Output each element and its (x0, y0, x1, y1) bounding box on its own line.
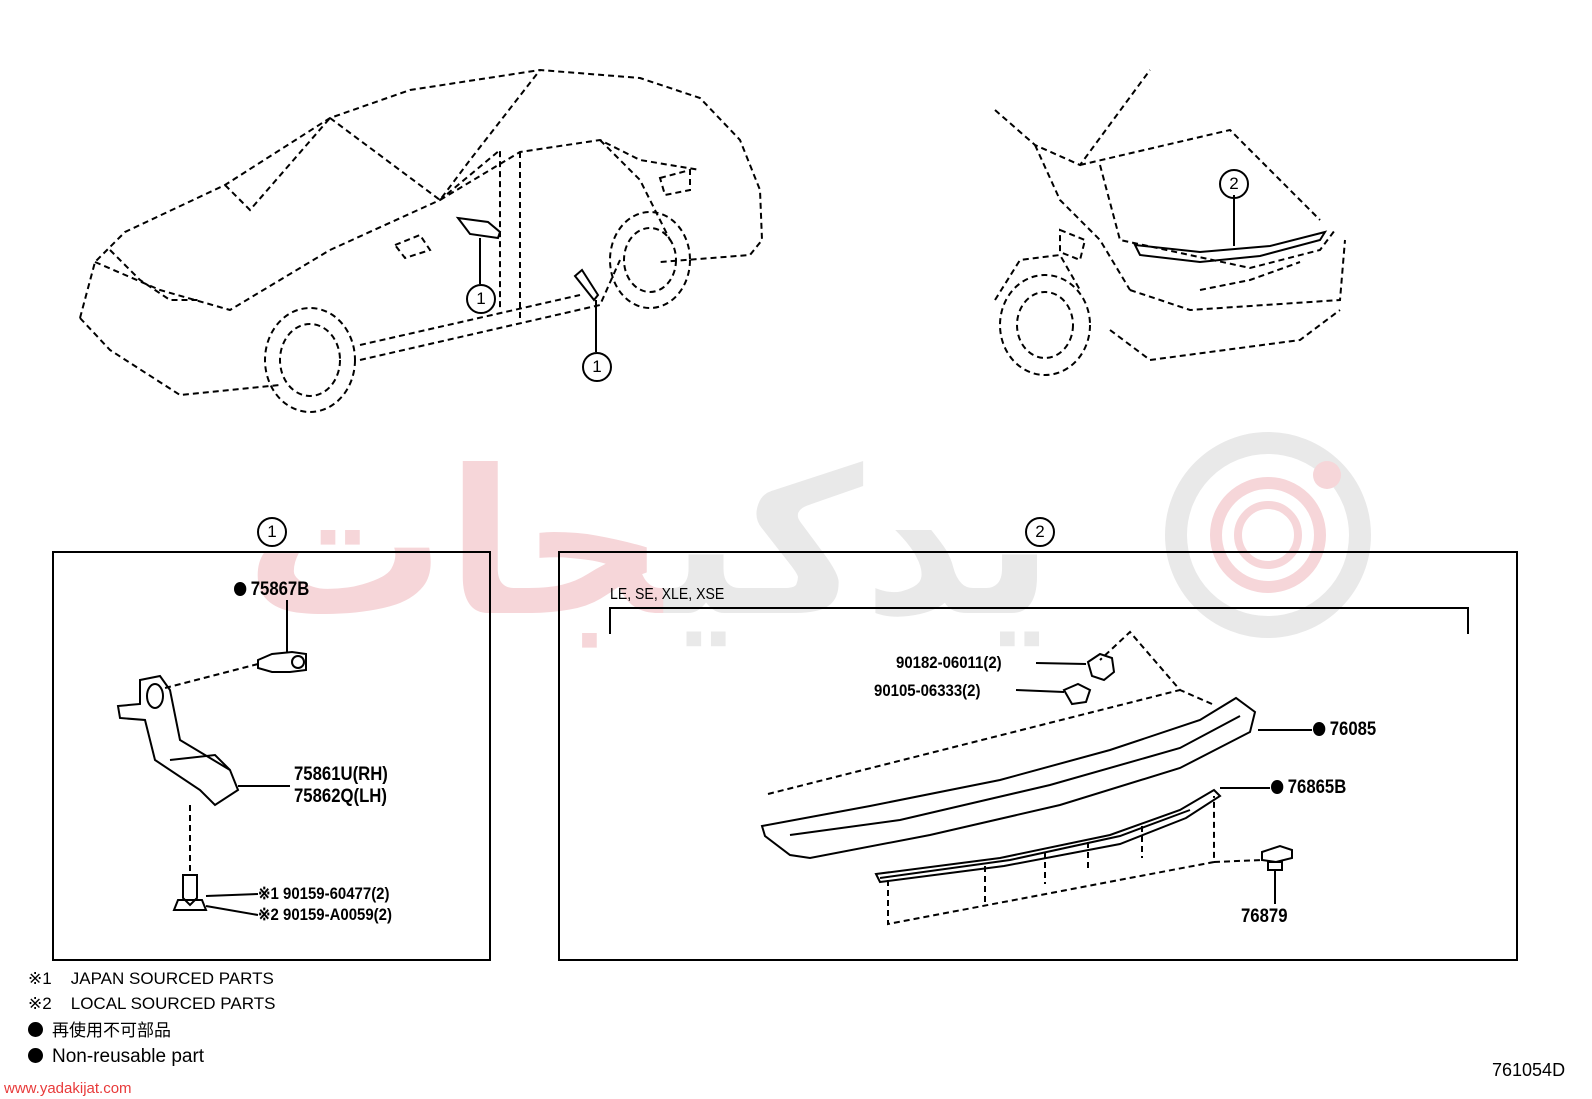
rear-spoiler-mark (1133, 195, 1328, 264)
door-bracket-marks (455, 216, 600, 352)
watermark: یدکیجات (245, 445, 1058, 645)
callout-1-rear-door: 1 (582, 352, 612, 382)
watermark-text-gray: یدکی (665, 428, 1058, 661)
callout-1-front-door: 1 (466, 284, 496, 314)
panel2-parts (760, 630, 1312, 926)
legend-note-1: ※1 JAPAN SOURCED PARTS (28, 969, 274, 988)
panel2-header: 2 (1025, 517, 1055, 547)
non-reusable-dot-icon (1313, 722, 1326, 736)
website-link[interactable]: www.yadakijat.com (4, 1080, 132, 1097)
legend-non-reusable-en: Non-reusable part (28, 1047, 204, 1066)
diagram-id: 761054D (1492, 1060, 1566, 1080)
panel2-frame (558, 551, 1518, 961)
panel1-parts (116, 600, 307, 916)
car-rear-view (994, 69, 1346, 376)
callout-2-spoiler: 2 (1219, 169, 1249, 199)
non-reusable-dot-icon (28, 1022, 43, 1037)
grade-label: LE, SE, XLE, XSE (610, 586, 725, 603)
part-clip-75867b: 75867B (234, 580, 309, 599)
part-screw-local: ※2 90159-A0059(2) (258, 905, 392, 924)
car-front-view (79, 68, 764, 413)
grade-bracket (609, 607, 1469, 634)
part-clip-76879: 76879 (1241, 906, 1288, 927)
part-nut: 90182-06011(2) (896, 653, 1002, 672)
part-bracket-lh: 75862Q(LH) (294, 786, 387, 807)
part-screw-japan: ※1 90159-60477(2) (258, 884, 390, 903)
part-screw: 90105-06333(2) (874, 681, 981, 700)
watermark-text-red: جات (245, 428, 669, 661)
legend-note-2: ※2 LOCAL SOURCED PARTS (28, 994, 276, 1013)
panel1-header: 1 (257, 517, 287, 547)
part-bracket-rh: 75861U(RH) (294, 764, 388, 785)
legend-non-reusable-jp: 再使用不可部品 (28, 1022, 171, 1039)
watermark-logo (1165, 432, 1371, 638)
part-spoiler-76085: 76085 (1313, 720, 1376, 739)
non-reusable-dot-icon (1271, 780, 1284, 794)
part-seal-76865b: 76865B (1271, 778, 1346, 797)
non-reusable-dot-icon (234, 582, 247, 596)
non-reusable-dot-icon (28, 1048, 43, 1063)
panel1-frame (52, 551, 491, 961)
